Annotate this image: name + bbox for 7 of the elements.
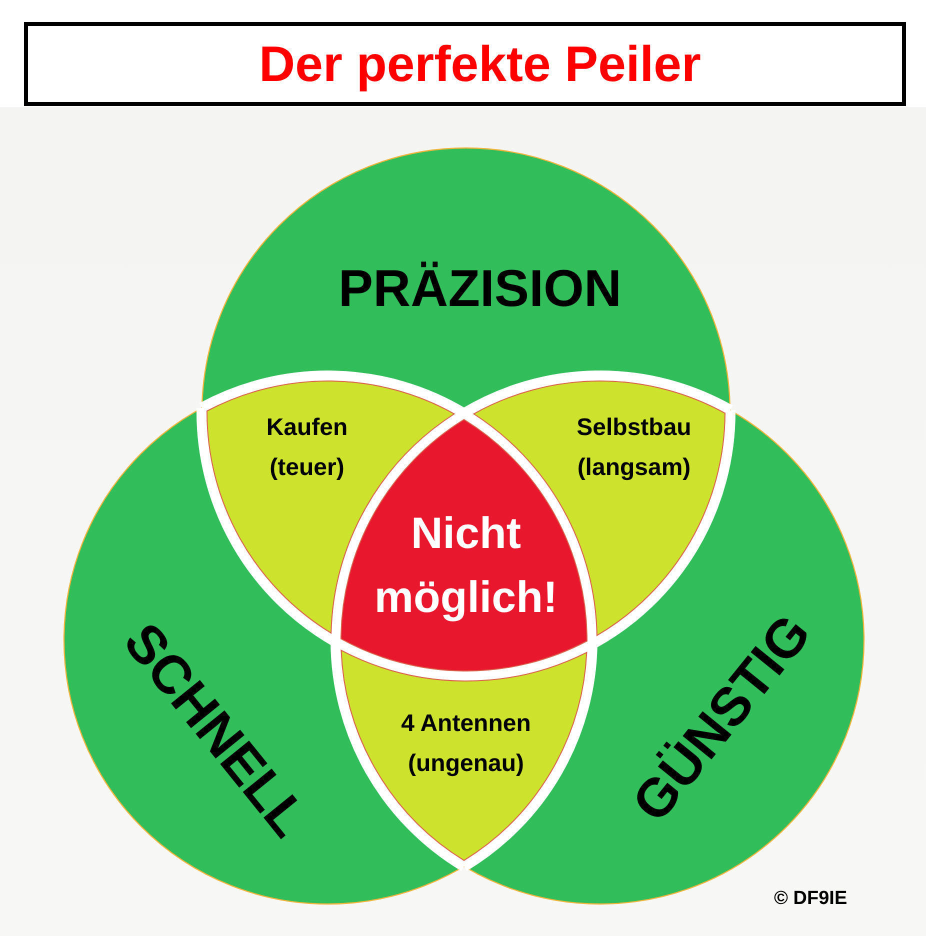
region-label: 4 Antennen (ungenau) [400, 709, 532, 779]
region-label: Nicht möglich! [374, 508, 558, 624]
region-label: Selbstbau (langsam) [576, 413, 692, 483]
circle-label: PRÄZISION [338, 258, 622, 320]
region-label: Kaufen (teuer) [266, 413, 348, 483]
copyright-note: © DF9IE [774, 888, 848, 910]
title: Der perfekte Peiler [24, 22, 906, 106]
